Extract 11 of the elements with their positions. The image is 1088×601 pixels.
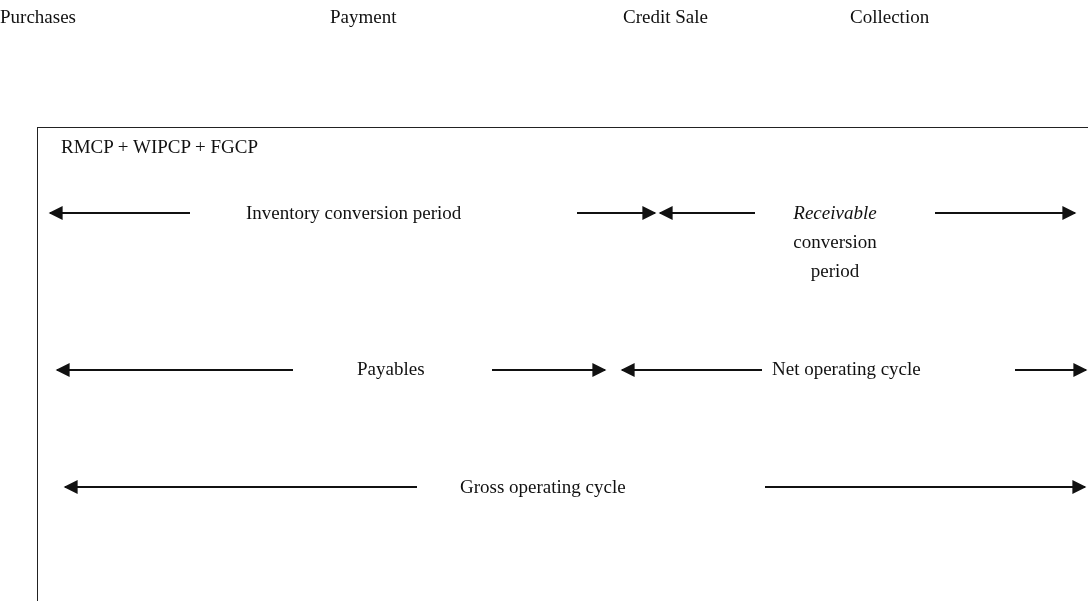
formula-heading: RMCP + WIPCP + FGCP [61,136,259,158]
frame-box [37,127,1088,601]
column-heading: Payment [330,5,397,29]
period-label: Net operating cycle [772,357,921,381]
column-heading: Collection [850,5,930,29]
period-label: Receivable conversion period [792,201,878,283]
period-label: Inventory conversion period [246,201,462,225]
period-label: Payables [357,357,425,381]
column-heading: Credit Sale [623,5,708,29]
period-label: Gross operating cycle [460,475,626,499]
column-heading: Purchases [0,5,76,29]
